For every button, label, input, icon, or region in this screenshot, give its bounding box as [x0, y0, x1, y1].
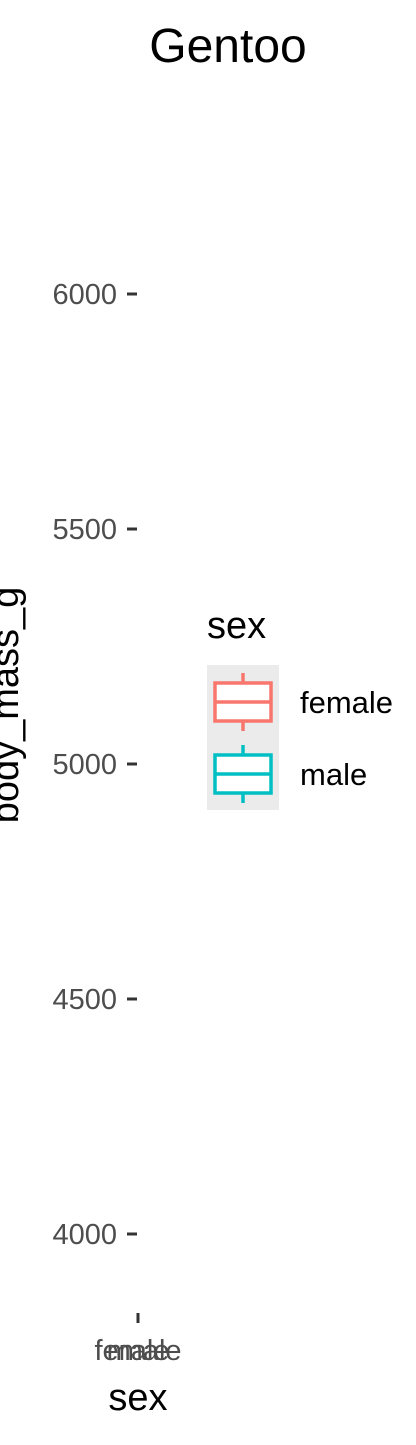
- y-tick-label: 6000: [52, 279, 117, 311]
- y-axis: 4000 4500 5000 5500 6000: [52, 279, 137, 1251]
- legend: sex female male: [207, 605, 393, 810]
- y-tick-label: 4000: [52, 1219, 117, 1251]
- legend-key-male: [213, 745, 273, 803]
- chart-title: Gentoo: [149, 20, 306, 73]
- y-axis-title: body_mass_g: [0, 587, 27, 824]
- legend-label-male: male: [300, 757, 367, 792]
- legend-entries: female male: [213, 673, 393, 803]
- x-axis-title: sex: [108, 1377, 167, 1419]
- legend-item-female: female: [213, 673, 393, 731]
- y-tick-label: 5500: [52, 514, 117, 546]
- y-tick-label: 5000: [52, 749, 117, 781]
- legend-item-male: male: [213, 745, 367, 803]
- legend-title: sex: [207, 605, 266, 647]
- legend-key-female: [213, 673, 273, 731]
- y-tick-label: 4500: [52, 984, 117, 1016]
- x-tick-label-female: female: [94, 1335, 181, 1367]
- legend-label-female: female: [300, 685, 393, 720]
- x-tick-label-male: male: [107, 1335, 170, 1367]
